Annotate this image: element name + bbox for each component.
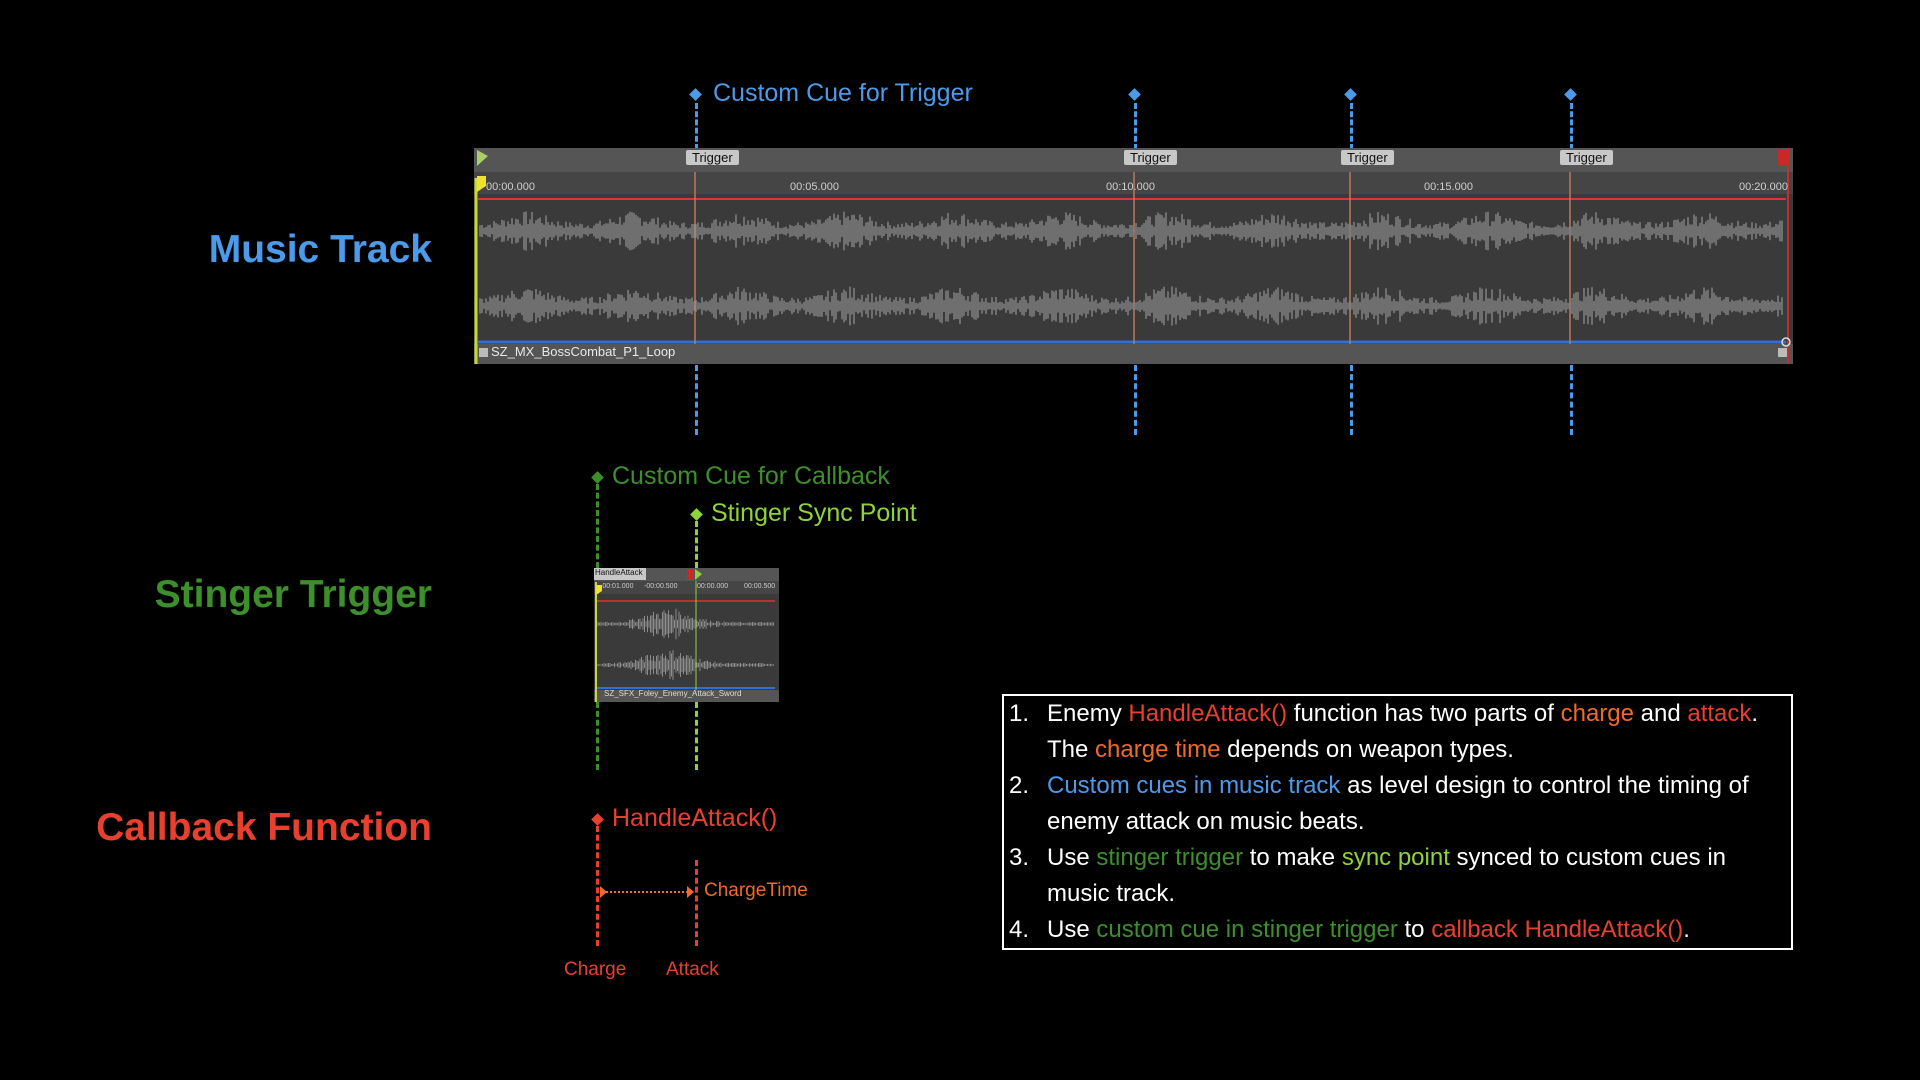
callback-line-top — [596, 484, 599, 568]
stinger-tick-2: -00:00.500 — [644, 583, 678, 590]
cue-line-3-bottom — [1350, 365, 1353, 435]
sync-point-marker — [690, 508, 703, 521]
sync-line-top — [695, 521, 698, 568]
stinger-cue-tag: HandleAttack — [595, 568, 643, 577]
custom-cue-callback-label: Custom Cue for Callback — [612, 462, 890, 490]
custom-cue-trigger-label: Custom Cue for Trigger — [713, 79, 973, 107]
charge-label: Charge — [564, 959, 627, 980]
cue-marker-1 — [689, 88, 702, 101]
handle-attack-label: HandleAttack() — [612, 804, 778, 832]
trigger-tag-1[interactable]: Trigger — [686, 150, 739, 165]
cue-marker-2 — [1128, 88, 1141, 101]
callback-line-bottom — [596, 702, 599, 770]
music-track-label: Music Track — [208, 228, 432, 271]
stinger-tick-4: 00:00.500 — [744, 583, 776, 590]
waveform-top — [479, 211, 1783, 251]
charge-time-arrow — [602, 891, 692, 893]
music-track-clip[interactable]: SZ_MX_BossCombat_P1_Loop 00:00.000 00:05… — [474, 148, 1793, 364]
cue-line-2-top — [1134, 103, 1137, 150]
cue-marker-3 — [1344, 88, 1357, 101]
note-4: 4.Use custom cue in stinger trigger to c… — [1009, 916, 1690, 943]
attack-label: Attack — [666, 959, 719, 980]
charge-time-label: ChargeTime — [704, 880, 808, 901]
cue-line-4-bottom — [1570, 365, 1573, 435]
notes-box: 1.Enemy HandleAttack() function has two … — [1002, 694, 1793, 950]
tick-20: 00:20.000 — [1739, 181, 1788, 193]
trigger-tag-3[interactable]: Trigger — [1341, 150, 1394, 165]
sync-line-bottom — [695, 702, 698, 770]
attack-line — [695, 860, 698, 946]
handle-attack-marker — [591, 813, 604, 826]
charge-arrow-right — [687, 886, 694, 898]
trigger-tag-2[interactable]: Trigger — [1124, 150, 1177, 165]
note-2: 2.Custom cues in music track as level de… — [1009, 772, 1749, 835]
stinger-trigger-label: Stinger Trigger — [154, 573, 432, 616]
stinger-tick-3: 00:00.000 — [697, 583, 729, 590]
stinger-clip[interactable]: HandleAttack -00:01.000 -00:00.500 00:00… — [594, 568, 779, 702]
cue-line-1-top — [695, 103, 698, 150]
charge-arrow-left — [600, 886, 607, 898]
stinger-tick-1: -00:01.000 — [600, 583, 634, 590]
note-1: 1.Enemy HandleAttack() function has two … — [1009, 700, 1759, 763]
trigger-tag-4[interactable]: Trigger — [1560, 150, 1613, 165]
tick-0: 00:00.000 — [486, 181, 535, 193]
waveform-bottom — [479, 286, 1783, 326]
cue-line-3-top — [1350, 103, 1353, 150]
cue-line-2-bottom — [1134, 365, 1137, 435]
cue-line-1-bottom — [695, 365, 698, 435]
cue-marker-4 — [1564, 88, 1577, 101]
note-3: 3.Use stinger trigger to make sync point… — [1009, 844, 1727, 907]
tick-5: 00:05.000 — [790, 181, 839, 193]
stinger-sync-point-label: Stinger Sync Point — [711, 499, 917, 527]
charge-line — [596, 826, 599, 946]
callback-cue-marker — [591, 471, 604, 484]
callback-function-label: Callback Function — [96, 806, 432, 849]
tick-15: 00:15.000 — [1424, 181, 1473, 193]
tick-10: 00:10.000 — [1106, 181, 1155, 193]
cue-line-4-top — [1570, 103, 1573, 150]
stinger-clip-name: SZ_SFX_Foley_Enemy_Attack_Sword — [604, 689, 742, 698]
music-clip-name: SZ_MX_BossCombat_P1_Loop — [491, 344, 676, 359]
